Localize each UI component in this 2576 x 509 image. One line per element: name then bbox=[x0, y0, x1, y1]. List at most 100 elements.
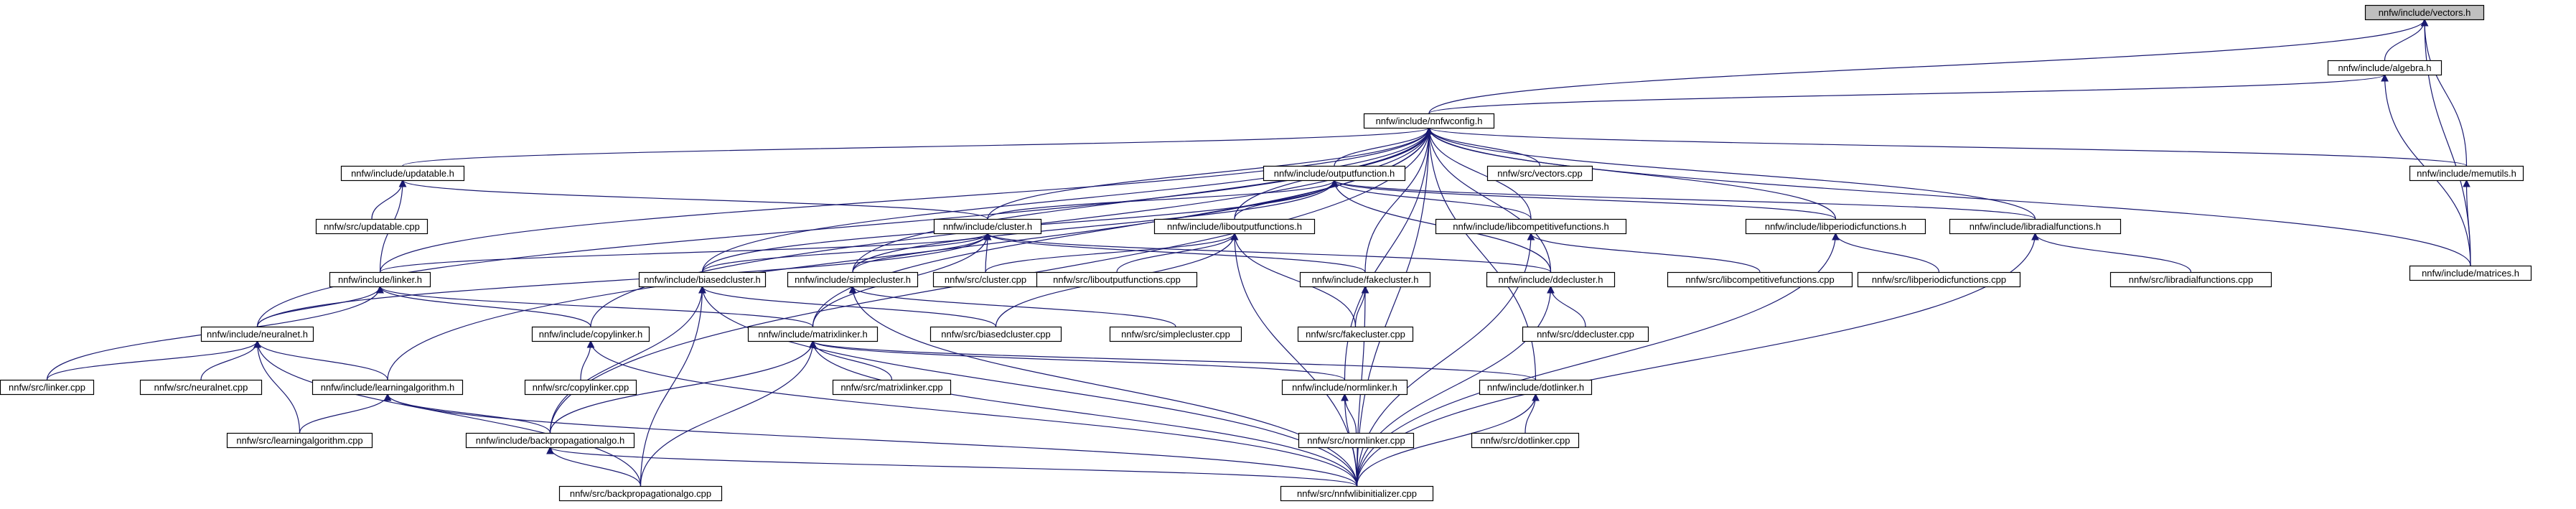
node-outputfunction-h[interactable]: nnfw/include/outputfunction.h bbox=[1263, 165, 1406, 182]
edge-learningalgorithm-cpp-to-neuralnet-h bbox=[253, 340, 301, 434]
node-matrixlinker-cpp[interactable]: nnfw/src/matrixlinker.cpp bbox=[832, 379, 952, 396]
node-matrices-h[interactable]: nnfw/include/matrices.h bbox=[2409, 265, 2532, 281]
node-label: nnfw/src/ddecluster.cpp bbox=[1537, 329, 1634, 340]
node-neuralnet-h[interactable]: nnfw/include/neuralnet.h bbox=[200, 326, 314, 342]
node-box bbox=[1522, 326, 1649, 342]
node-label: nnfw/src/liboutputfunctions.cpp bbox=[1053, 274, 1181, 285]
edge-simplecluster-h-to-outputfunction-h bbox=[852, 179, 1339, 273]
node-label: nnfw/src/matrixlinker.cpp bbox=[840, 382, 942, 393]
edge-vectors-cpp-to-nnfwconfig bbox=[1425, 126, 1541, 167]
node-libperiodicfunctions-h[interactable]: nnfw/include/libperiodicfunctions.h bbox=[1745, 218, 1926, 235]
node-fakecluster-cpp[interactable]: nnfw/src/fakecluster.cpp bbox=[1297, 326, 1414, 342]
node-box bbox=[1435, 218, 1627, 235]
node-box bbox=[139, 379, 263, 396]
edge-libradialfunctions-h-to-nnfwconfig bbox=[1425, 126, 2036, 220]
edge-neuralnet-h-to-cluster-h bbox=[256, 232, 992, 327]
node-updatable-h[interactable]: nnfw/include/updatable.h bbox=[340, 165, 465, 182]
node-algebra[interactable]: nnfw/include/algebra.h bbox=[2327, 60, 2442, 76]
node-libcompetitivefunctions-cpp[interactable]: nnfw/src/libcompetitivefunctions.cpp bbox=[1667, 271, 1853, 288]
node-memutils-h[interactable]: nnfw/include/memutils.h bbox=[2409, 165, 2524, 182]
edge-matrices-h-to-vectors bbox=[2420, 18, 2471, 266]
node-backpropagationalgo-h[interactable]: nnfw/include/backpropagationalgo.h bbox=[465, 432, 635, 449]
node-label: nnfw/src/normlinker.cpp bbox=[1307, 435, 1405, 446]
node-box bbox=[200, 326, 314, 342]
node-box bbox=[558, 485, 723, 502]
edge-libcompetitivefunctions-cpp-to-libcompetitivefunctions-h bbox=[1527, 232, 1761, 273]
node-dotlinker-cpp[interactable]: nnfw/src/dotlinker.cpp bbox=[1471, 432, 1580, 449]
node-libradialfunctions-h[interactable]: nnfw/include/libradialfunctions.h bbox=[1949, 218, 2122, 235]
node-box bbox=[465, 432, 635, 449]
node-box bbox=[933, 218, 1042, 235]
node-normlinker-h[interactable]: nnfw/include/normlinker.h bbox=[1281, 379, 1408, 396]
edge-fakecluster-cpp-to-liboutputfunctions-h bbox=[1230, 232, 1357, 327]
edge-neuralnet-h-to-linker-h bbox=[256, 285, 384, 327]
edge-copylinker-cpp-to-copylinker-h bbox=[580, 340, 595, 380]
edge-nnfwlibinitializer-cpp-to-libcompetitivefunctions-h bbox=[1356, 232, 1535, 487]
node-nnfwconfig[interactable]: nnfw/include/nnfwconfig.h bbox=[1363, 113, 1495, 129]
node-learningalgorithm-h[interactable]: nnfw/include/learningalgorithm.h bbox=[312, 379, 464, 396]
edge-biasedcluster-cpp-to-biasedcluster-h bbox=[698, 285, 997, 327]
node-label: nnfw/src/learningalgorithm.cpp bbox=[236, 435, 362, 446]
edge-simplecluster-h-to-cluster-h bbox=[852, 232, 992, 273]
node-label: nnfw/src/libperiodicfunctions.cpp bbox=[1872, 274, 2006, 285]
edge-libcompetitivefunctions-h-to-outputfunction-h bbox=[1330, 179, 1532, 220]
node-linker-cpp[interactable]: nnfw/src/linker.cpp bbox=[0, 379, 95, 396]
node-label: nnfw/src/dotlinker.cpp bbox=[1480, 435, 1570, 446]
node-nnfwlibinitializer-cpp[interactable]: nnfw/src/nnfwlibinitializer.cpp bbox=[1280, 485, 1434, 502]
node-ddecluster-cpp[interactable]: nnfw/src/ddecluster.cpp bbox=[1522, 326, 1649, 342]
node-dotlinker-h[interactable]: nnfw/include/dotlinker.h bbox=[1479, 379, 1593, 396]
edge-libperiodicfunctions-h-to-outputfunction-h bbox=[1330, 179, 1837, 220]
node-libperiodicfunctions-cpp[interactable]: nnfw/src/libperiodicfunctions.cpp bbox=[1857, 271, 2021, 288]
node-copylinker-cpp[interactable]: nnfw/src/copylinker.cpp bbox=[524, 379, 637, 396]
node-box bbox=[638, 271, 767, 288]
edge-backpropagationalgo-cpp-to-biasedcluster-h bbox=[640, 285, 706, 487]
node-label: nnfw/include/matrixlinker.h bbox=[758, 329, 867, 340]
edge-normlinker-h-to-matrixlinker-h bbox=[809, 340, 1346, 380]
node-box bbox=[1479, 379, 1593, 396]
edge-nnfwlibinitializer-cpp-to-copylinker-h bbox=[586, 340, 1358, 487]
node-normlinker-cpp[interactable]: nnfw/src/normlinker.cpp bbox=[1298, 432, 1415, 449]
node-cluster-h[interactable]: nnfw/include/cluster.h bbox=[933, 218, 1042, 235]
node-updatable-cpp[interactable]: nnfw/src/updatable.cpp bbox=[315, 218, 428, 235]
node-backpropagationalgo-cpp[interactable]: nnfw/src/backpropagationalgo.cpp bbox=[558, 485, 723, 502]
node-linker-h[interactable]: nnfw/include/linker.h bbox=[329, 271, 431, 288]
node-biasedcluster-cpp[interactable]: nnfw/src/biasedcluster.cpp bbox=[929, 326, 1062, 342]
node-liboutputfunctions-h[interactable]: nnfw/include/liboutputfunctions.h bbox=[1153, 218, 1316, 235]
edge-nnfwconfig-to-vectors bbox=[1428, 18, 2429, 114]
node-box bbox=[2327, 60, 2442, 76]
edge-libradialfunctions-h-to-outputfunction-h bbox=[1330, 179, 2036, 220]
node-ddecluster-h[interactable]: nnfw/include/ddecluster.h bbox=[1486, 271, 1616, 288]
node-label: nnfw/src/vectors.cpp bbox=[1497, 168, 1583, 179]
node-matrixlinker-h[interactable]: nnfw/include/matrixlinker.h bbox=[747, 326, 879, 342]
node-simplecluster-h[interactable]: nnfw/include/simplecluster.h bbox=[787, 271, 919, 288]
edge-linker-h-to-cluster-h bbox=[379, 232, 992, 273]
node-libradialfunctions-cpp[interactable]: nnfw/src/libradialfunctions.cpp bbox=[2109, 271, 2272, 288]
node-copylinker-h[interactable]: nnfw/include/copylinker.h bbox=[531, 326, 650, 342]
edge-simplecluster-cpp-to-simplecluster-h bbox=[848, 285, 1176, 327]
node-vectors-cpp[interactable]: nnfw/src/vectors.cpp bbox=[1486, 165, 1593, 182]
node-simplecluster-cpp[interactable]: nnfw/src/simplecluster.cpp bbox=[1109, 326, 1242, 342]
edge-learningalgorithm-cpp-to-learningalgorithm-h bbox=[299, 393, 392, 434]
edge-nnfwlibinitializer-cpp-to-backpropagationalgo-h bbox=[546, 446, 1358, 487]
node-box bbox=[524, 379, 637, 396]
edge-ddecluster-h-to-nnfwconfig bbox=[1425, 126, 1552, 273]
edge-libperiodicfunctions-cpp-to-libperiodicfunctions-h bbox=[1832, 232, 1940, 273]
edge-linker-cpp-to-neuralnet-h bbox=[46, 340, 261, 380]
node-box bbox=[1109, 326, 1242, 342]
node-cluster-cpp[interactable]: nnfw/src/cluster.cpp bbox=[932, 271, 1039, 288]
node-neuralnet-cpp[interactable]: nnfw/src/neuralnet.cpp bbox=[139, 379, 263, 396]
node-vectors[interactable]: nnfw/include/vectors.h bbox=[2364, 4, 2485, 21]
node-box bbox=[1297, 326, 1414, 342]
edge-matrixlinker-h-to-linker-h bbox=[376, 285, 814, 327]
node-libcompetitivefunctions-h[interactable]: nnfw/include/libcompetitivefunctions.h bbox=[1435, 218, 1627, 235]
node-liboutputfunctions-cpp[interactable]: nnfw/src/liboutputfunctions.cpp bbox=[1036, 271, 1198, 288]
node-learningalgorithm-cpp[interactable]: nnfw/src/learningalgorithm.cpp bbox=[226, 432, 373, 449]
edge-backpropagationalgo-cpp-to-backpropagationalgo-h bbox=[546, 446, 642, 487]
node-box bbox=[531, 326, 650, 342]
node-label: nnfw/src/updatable.cpp bbox=[324, 221, 420, 232]
node-biasedcluster-h[interactable]: nnfw/include/biasedcluster.h bbox=[638, 271, 767, 288]
node-fakecluster-h[interactable]: nnfw/include/fakecluster.h bbox=[1299, 271, 1431, 288]
node-box bbox=[832, 379, 952, 396]
edge-normlinker-cpp-to-normlinker-h bbox=[1341, 393, 1357, 434]
node-box bbox=[1263, 165, 1406, 182]
